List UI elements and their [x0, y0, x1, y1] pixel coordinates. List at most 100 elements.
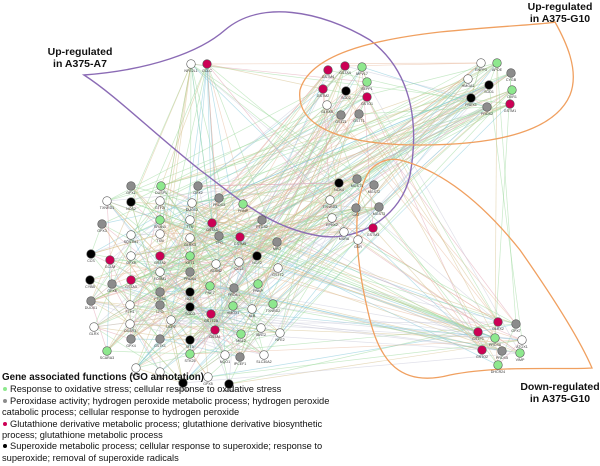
gene-node[interactable]: NOX5: [224, 379, 234, 394]
gene-node[interactable]: CYGB: [506, 68, 517, 83]
gene-node-circle[interactable]: [259, 350, 269, 360]
gene-node[interactable]: FOXM1: [154, 267, 166, 282]
gene-node-circle[interactable]: [107, 279, 117, 289]
gene-node-circle[interactable]: [515, 348, 525, 358]
gene-node[interactable]: VIMP: [515, 348, 525, 363]
gene-node-circle[interactable]: [336, 110, 346, 120]
gene-node-circle[interactable]: [185, 349, 195, 359]
gene-node[interactable]: SOD2: [341, 86, 351, 101]
gene-node-circle[interactable]: [493, 360, 503, 370]
gene-node[interactable]: SRXN1: [154, 215, 166, 230]
gene-node-circle[interactable]: [368, 223, 378, 233]
gene-node-circle[interactable]: [155, 229, 165, 239]
gene-node[interactable]: GSTT2B: [204, 309, 219, 324]
gene-node-circle[interactable]: [126, 230, 136, 240]
gene-node[interactable]: DUSP1: [155, 181, 167, 196]
gene-node[interactable]: MPO: [272, 237, 282, 252]
gene-node[interactable]: GPX1: [126, 181, 136, 196]
gene-node-circle[interactable]: [178, 378, 188, 388]
gene-node[interactable]: PRDX3: [213, 193, 225, 208]
gene-node-circle[interactable]: [102, 196, 112, 206]
gene-node-circle[interactable]: [155, 215, 165, 225]
gene-node[interactable]: UCP2: [166, 315, 176, 330]
gene-node-circle[interactable]: [484, 80, 494, 90]
gene-node[interactable]: SLC30A2: [256, 350, 272, 365]
gene-node-circle[interactable]: [235, 352, 245, 362]
gene-node[interactable]: PTGS2: [256, 215, 268, 230]
gene-node[interactable]: PRDX2: [481, 102, 493, 117]
gene-node-circle[interactable]: [126, 251, 136, 261]
gene-node[interactable]: GPX6: [107, 279, 117, 294]
gene-node-circle[interactable]: [268, 299, 278, 309]
gene-node-circle[interactable]: [323, 65, 333, 75]
gene-node-circle[interactable]: [86, 249, 96, 259]
gene-node-circle[interactable]: [466, 93, 476, 103]
gene-node[interactable]: SIRT2: [256, 323, 266, 338]
gene-node-circle[interactable]: [229, 283, 239, 293]
gene-node-circle[interactable]: [166, 315, 176, 325]
gene-node[interactable]: GSTO1: [361, 92, 373, 107]
gene-node[interactable]: GSTA4: [339, 61, 351, 75]
gene-node-circle[interactable]: [362, 77, 372, 87]
gene-node[interactable]: CAT: [351, 203, 361, 218]
gene-node[interactable]: SESN2: [210, 259, 222, 274]
gene-node-circle[interactable]: [185, 287, 195, 297]
gene-node[interactable]: GSTM2: [317, 84, 329, 99]
gene-node[interactable]: TXNRD3: [323, 195, 337, 210]
gene-node[interactable]: PTGS1: [154, 287, 166, 302]
gene-node-circle[interactable]: [214, 193, 224, 203]
gene-node-circle[interactable]: [207, 218, 217, 228]
gene-node-circle[interactable]: [273, 263, 283, 273]
gene-node[interactable]: MBL2: [236, 329, 246, 344]
gene-node-circle[interactable]: [102, 346, 112, 356]
gene-node[interactable]: DHCR24: [491, 360, 505, 375]
gene-node-circle[interactable]: [155, 300, 165, 310]
gene-node-circle[interactable]: [369, 180, 379, 190]
gene-node-circle[interactable]: [322, 100, 332, 110]
gene-node-circle[interactable]: [506, 68, 516, 78]
gene-node[interactable]: MGST3: [373, 202, 385, 217]
gene-node[interactable]: CYBB: [85, 275, 95, 290]
gene-node-circle[interactable]: [187, 198, 197, 208]
gene-node[interactable]: GLRX5: [321, 100, 333, 115]
gene-node-circle[interactable]: [193, 181, 203, 191]
gene-node[interactable]: GSTM4: [322, 65, 334, 80]
gene-node-circle[interactable]: [156, 181, 166, 191]
gene-node-circle[interactable]: [318, 84, 328, 94]
gene-node-circle[interactable]: [185, 302, 195, 312]
gene-node[interactable]: KRT1: [185, 251, 195, 266]
gene-node[interactable]: DUOX1: [85, 296, 97, 311]
gene-node-circle[interactable]: [362, 92, 372, 102]
gene-node[interactable]: CCS: [86, 249, 96, 264]
gene-node-circle[interactable]: [374, 202, 384, 212]
gene-node-circle[interactable]: [210, 325, 220, 335]
gene-node-circle[interactable]: [327, 213, 337, 223]
gene-node-circle[interactable]: [125, 319, 135, 329]
gene-node[interactable]: GSTP1: [472, 327, 484, 342]
gene-node[interactable]: GSTO2: [476, 345, 488, 360]
gene-node[interactable]: MPV17: [356, 62, 368, 76]
gene-node[interactable]: NQO1: [220, 350, 230, 365]
gene-node-circle[interactable]: [482, 102, 492, 112]
gene-node[interactable]: GLRX3: [184, 233, 196, 248]
gene-node-circle[interactable]: [211, 259, 221, 269]
gene-node-circle[interactable]: [185, 335, 195, 345]
gene-node-circle[interactable]: [86, 296, 96, 306]
gene-node[interactable]: GSTZ1: [335, 110, 347, 125]
gene-node[interactable]: SOD3: [185, 302, 195, 317]
gene-node[interactable]: NCF2: [252, 251, 262, 266]
gene-node[interactable]: APOE: [492, 58, 503, 72]
gene-node[interactable]: GPX5: [203, 372, 213, 387]
gene-node[interactable]: ENPP3: [475, 58, 487, 72]
gene-node-circle[interactable]: [155, 334, 165, 344]
gene-node[interactable]: GLRX2: [492, 317, 504, 332]
gene-node-circle[interactable]: [252, 251, 262, 261]
gene-node[interactable]: NFE2: [275, 328, 285, 343]
gene-node[interactable]: TXN: [155, 229, 165, 244]
gene-node[interactable]: SCARA3: [100, 346, 114, 361]
gene-node-circle[interactable]: [493, 317, 503, 327]
gene-node[interactable]: DUOX2: [186, 198, 198, 213]
gene-node-circle[interactable]: [253, 279, 263, 289]
gene-node-circle[interactable]: [247, 304, 257, 314]
gene-node-circle[interactable]: [155, 367, 165, 377]
